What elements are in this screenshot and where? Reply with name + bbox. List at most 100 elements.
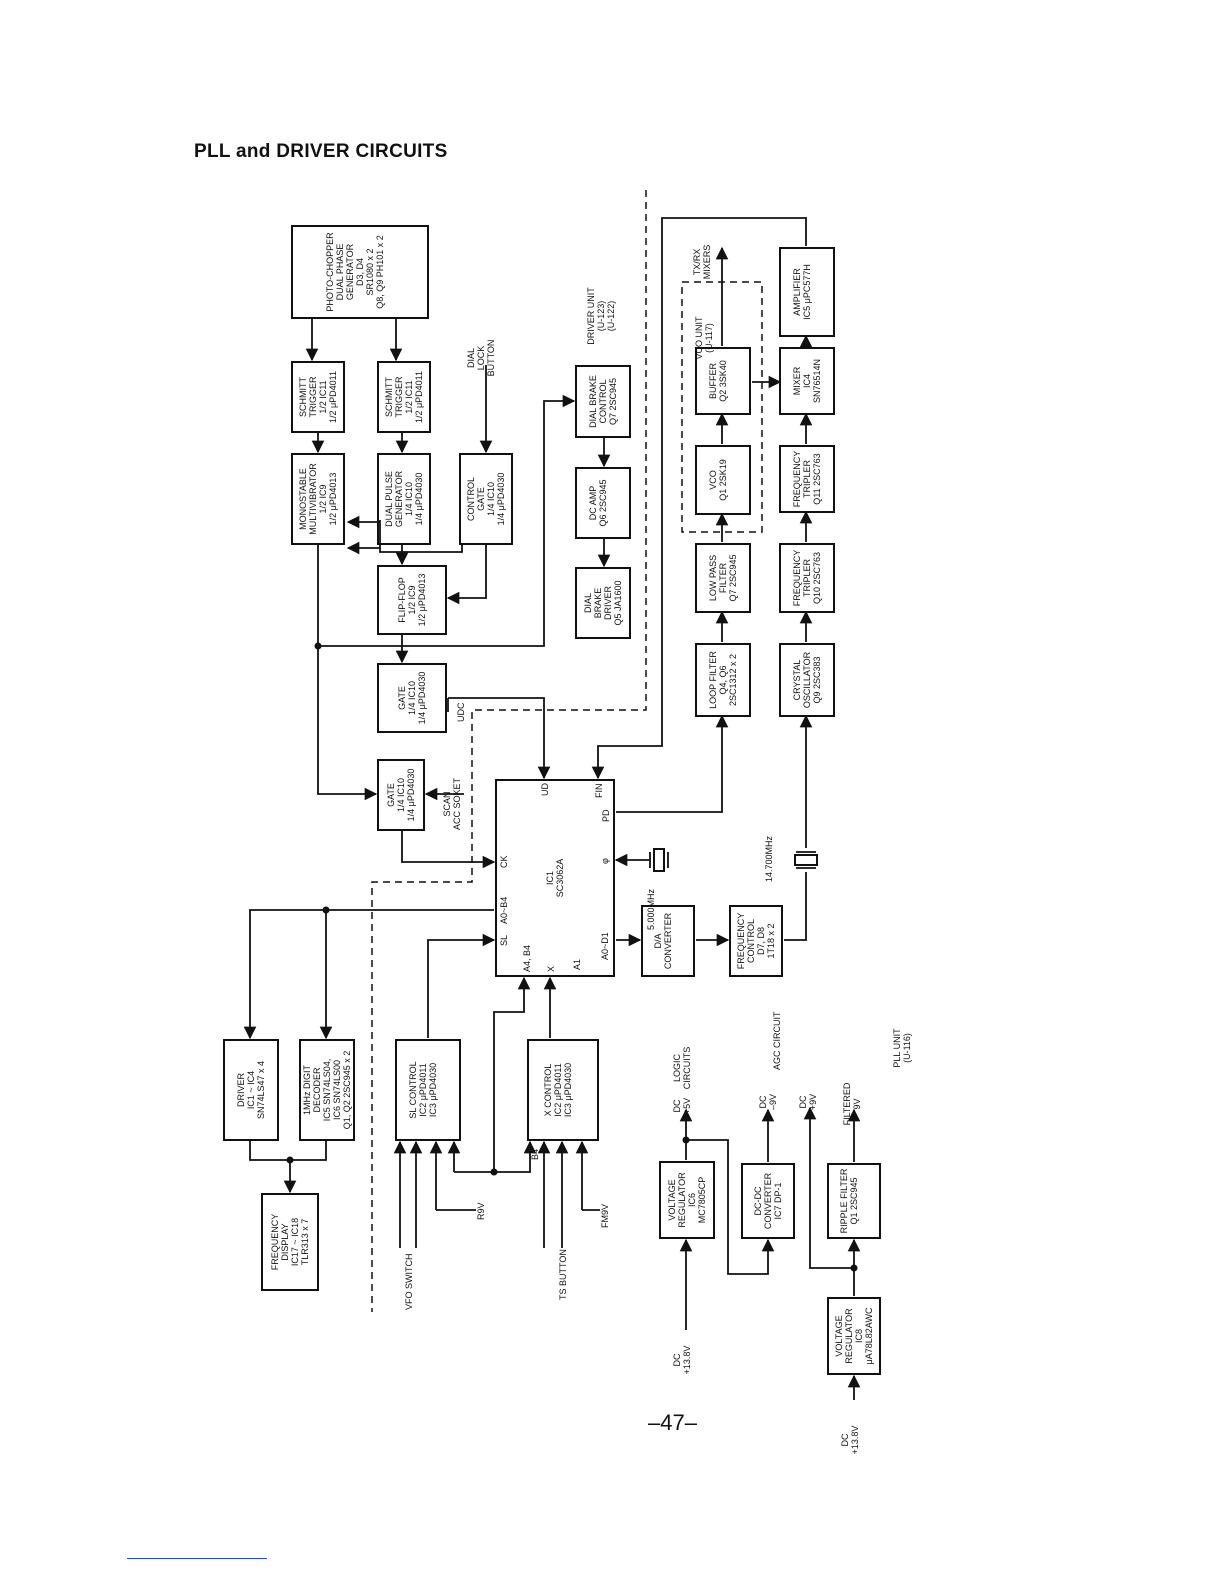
driver-block: [223, 1039, 279, 1141]
page-title: PLL and DRIVER CIRCUITS: [194, 141, 448, 162]
gate-1-block: [377, 663, 447, 733]
dc-13-8-a-label: DC+13.8V: [672, 1346, 692, 1375]
xtal-14-label: 14.700MHz: [764, 835, 774, 882]
schmitt-trigger-1-block: [291, 361, 345, 433]
dc-amp-label: DC AMPQ6 2SC945: [588, 479, 608, 526]
pin-fin: FIN: [594, 784, 604, 799]
ic1-block: [495, 779, 615, 977]
crystal-osc-block: [779, 643, 835, 717]
b4-label: B4: [530, 1149, 540, 1160]
da-converter-label: D/ACONVERTER: [653, 912, 673, 969]
voltage-reg-2-label: VOLTAGEREGULATORIC8μA78L82AWC: [834, 1307, 874, 1364]
block-labels: PHOTO-CHOPPERDUAL PHASEGENERATORD3, D4SR…: [236, 232, 874, 1365]
agc-label: AGC CIRCUIT: [772, 1011, 782, 1070]
dc-m9v-label: DC–9V: [758, 1094, 778, 1110]
pin-phi: φ: [600, 858, 610, 864]
amplifier-block: [779, 247, 835, 337]
vco-unit-label: VCO UNIT(U-117): [694, 316, 714, 360]
buffer-block: [695, 347, 751, 415]
low-pass-label: LOW PASSFILTERQ7 2SC945: [708, 554, 738, 601]
gate-1-label: GATE1/4 IC101/4 μPD4030: [397, 672, 427, 725]
flip-flop-label: FLIP-FLOP1/2 IC91/2 μPD4013: [397, 574, 427, 627]
sl-control-block: [395, 1039, 461, 1141]
footer-rule: [127, 1558, 267, 1559]
schmitt-trigger-1-label: SCHMITTTRIGGER1/2 IC111/2 μPD4011: [298, 371, 338, 423]
amplifier-label: AMPLIFIERIC5 μPC577H: [792, 264, 812, 320]
ts-button-label: TS BUTTON: [558, 1249, 568, 1300]
voltage-reg-1-label: VOLTAGEREGULATORIC6MC7805CP: [667, 1172, 707, 1228]
dial-brake-control-block: [575, 365, 631, 438]
gate-2-label: GATE1/4 IC101/4 μPD4030: [386, 769, 416, 822]
ripple-filter-block: [827, 1163, 881, 1239]
page-number: –47–: [648, 1410, 697, 1435]
freq-control-label: FREQUENCYCONTROLD7, D81T18 x 2: [736, 913, 776, 970]
gate-2-block: [377, 759, 425, 831]
crystal-14mhz-icon: [794, 851, 818, 869]
vco-label: VCOQ1 2SK19: [708, 459, 728, 501]
fm9v-label: FM9V: [600, 1204, 610, 1228]
control-gate-block: [459, 453, 513, 545]
voltage-reg-1-block: [659, 1161, 715, 1239]
freq-tripler-1-block: [779, 445, 835, 513]
dc-9v-label: DC+9V: [798, 1094, 818, 1110]
ic1-label: IC1SC3062A: [545, 859, 565, 898]
filtered-label: FILTERED9V: [842, 1082, 862, 1125]
digit-decoder-block: [299, 1039, 355, 1141]
annotations: DRIVER UNIT(U-123)(U-122) PLL UNIT(U-116…: [404, 245, 912, 1455]
dial-brake-driver-label: DIALBRAKEDRIVERQ5 JA1600: [583, 580, 623, 625]
driver-label: DRIVERIC1 ~ IC4SN74LS47 x 4: [236, 1061, 266, 1119]
driver-unit-label: DRIVER UNIT(U-123)(U-122): [586, 287, 616, 345]
vfo-switch-label: VFO SWITCH: [404, 1254, 414, 1311]
pin-pd: PD: [601, 809, 611, 822]
photo-chopper-label: PHOTO-CHOPPERDUAL PHASEGENERATORD3, D4SR…: [325, 232, 385, 312]
sl-control-label: SL CONTROLIC2 μPD4011IC3 μPD4030: [408, 1061, 438, 1118]
dual-pulse-block: [377, 453, 431, 545]
dc-amp-block: [575, 467, 631, 539]
crystal-5mhz-icon: [649, 848, 669, 872]
low-pass-block: [695, 543, 751, 613]
dial-brake-control-label: DIAL BRAKECONTROLQ7 2SC945: [588, 375, 618, 428]
txrx-label: TX/RXMIXERS: [692, 245, 712, 280]
mixer-block: [779, 347, 835, 415]
monostable-label: MONOSTABLEMULTIVIBRATOR1/2 IC91/2 μPD401…: [298, 463, 338, 535]
dcdc-block: [741, 1163, 795, 1239]
pin-ck: CK: [499, 855, 509, 868]
freq-tripler-1-label: FREQUENCYTRIPLERQ11 2SC763: [792, 451, 822, 508]
pin-sl: SL: [499, 935, 509, 946]
loop-filter-label: LOOP FILTERQ4, Q62SC1312 x 2: [708, 651, 738, 709]
mixer-label: MIXERIC4SN76514N: [792, 359, 822, 403]
freq-display-label: FREQUENCYDISPLAYIC17 ~ IC18TLR313 x 7: [270, 1214, 310, 1271]
flip-flop-block: [377, 565, 447, 635]
crystal-osc-label: CRYSTALOSCILLATORQ9 2SC383: [792, 651, 822, 708]
pll-unit-label: PLL UNIT(U-116): [892, 1028, 912, 1068]
schmitt-trigger-2-label: SCHMITTTRIGGER1/2 IC111/2 μPD4011: [384, 371, 424, 423]
freq-display-block: [261, 1193, 319, 1291]
wires: [243, 217, 861, 1400]
dcdc-label: DC-DCCONVERTERIC7 DP-1: [753, 1172, 783, 1229]
ripple-filter-label: RIPPLE FILTERQ1 2SC945: [839, 1168, 859, 1233]
loop-filter-block: [695, 643, 751, 717]
dial-lock-label: DIALLOCKBUTTON: [466, 340, 496, 377]
x-control-label: X CONTROLIC2 μPD4011IC3 μPD4030: [543, 1063, 573, 1117]
dc-13-8-b-label: DC+13.8V: [840, 1426, 860, 1455]
dual-pulse-label: DUAL PULSEGENERATOR1/4 IC101/4 μPD4030: [384, 470, 424, 527]
voltage-reg-2-block: [827, 1297, 881, 1375]
schmitt-trigger-2-block: [377, 361, 431, 433]
ic1-pins: UD FIN PD φ CK A0~B4 SL A4, B4 X A1 A0~D…: [499, 783, 611, 972]
pin-x: X: [546, 966, 556, 972]
buffer-label: BUFFERQ2 3SK40: [708, 360, 728, 402]
da-converter-block: [641, 905, 695, 977]
dc-5v-label: DC+5V: [672, 1098, 692, 1114]
blocks: [223, 225, 881, 1375]
pin-a1: A1: [572, 959, 582, 970]
dial-brake-driver-block: [575, 567, 631, 639]
r9v-label: R9V: [476, 1202, 486, 1220]
freq-tripler-2-label: FREQUENCYTRIPLERQ10 2SC763: [792, 550, 822, 607]
pin-a4b4: A4, B4: [522, 945, 532, 972]
xtal-5-label: 5.000MHz: [646, 888, 656, 930]
scan-label: SCANACC SOKET: [442, 777, 462, 830]
freq-tripler-2-block: [779, 543, 835, 613]
pin-a0b4: A0~B4: [499, 897, 509, 924]
pin-a0d1: A0~D1: [600, 932, 610, 960]
